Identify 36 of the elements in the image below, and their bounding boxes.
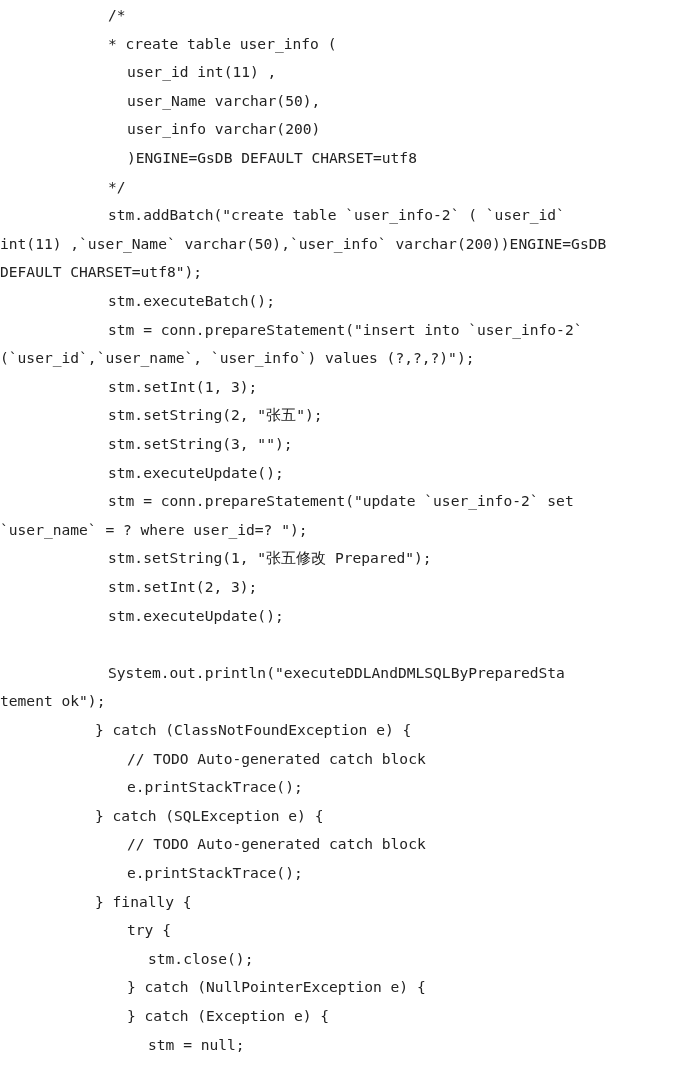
code-line: // TODO Auto-generated catch block <box>127 748 426 769</box>
code-line: } catch (ClassNotFoundException e) { <box>95 720 412 740</box>
code-line: stm = conn.prepareStatement("update `user_info-2` set <box>108 491 574 512</box>
code-line: stm.executeBatch(); <box>108 291 275 311</box>
code-line: // TODO Auto-generated catch block <box>127 834 426 855</box>
code-line: )ENGINE=GsDB DEFAULT CHARSET=utf8 <box>127 148 417 168</box>
code-line: user_id int(11) , <box>127 62 277 83</box>
code-line: stm.executeUpdate(); <box>108 605 284 626</box>
code-line: stm = conn.prepareStatement("insert into `user_info-2` <box>108 319 583 340</box>
code-line: stm.addBatch("create table `user_info-2` ( `user_id` <box>108 205 565 226</box>
code-line: try { <box>127 920 171 941</box>
code-line: e.printStackTrace(); <box>127 863 303 883</box>
code-line: stm.setInt(1, 3); <box>108 376 258 397</box>
code-line: `user_name` = ? where user_id=? "); <box>0 519 308 540</box>
code-line: } finally { <box>95 891 192 912</box>
code-line: stm.close(); <box>148 948 254 969</box>
code-line: } catch (SQLException e) { <box>95 805 324 826</box>
code-line: (`user_id`,`user_name`, `user_info`) values (?,?,?)"); <box>0 348 475 369</box>
code-line: stm = null; <box>148 1034 245 1055</box>
code-line: stm.setString(2, "张五"); <box>108 405 323 426</box>
code-line: e.printStackTrace(); <box>127 777 303 798</box>
code-line: int(11) ,`user_Name` varchar(50),`user_info` varchar(200))ENGINE=GsDB <box>0 233 607 254</box>
code-line: stm.executeUpdate(); <box>108 462 284 483</box>
code-line: } catch (NullPointerException e) { <box>127 977 426 998</box>
code-line: System.out.println("executeDDLAndDMLSQLByPreparedSta <box>108 662 565 683</box>
code-line: DEFAULT CHARSET=utf8"); <box>0 262 203 283</box>
code-line: user_Name varchar(50), <box>127 90 321 111</box>
code-line: /* <box>108 5 126 25</box>
code-line: stm.setString(1, "张五修改 Prepared"); <box>108 548 432 569</box>
code-line: user_info varchar(200) <box>127 119 321 140</box>
code-line: stm.setString(3, ""); <box>108 434 293 454</box>
code-line: stm.setInt(2, 3); <box>108 577 258 597</box>
code-line: * create table user_info ( <box>108 33 337 54</box>
code-line: */ <box>108 176 126 197</box>
code-line: tement ok"); <box>0 691 106 712</box>
code-line: } catch (Exception e) { <box>127 1006 330 1026</box>
